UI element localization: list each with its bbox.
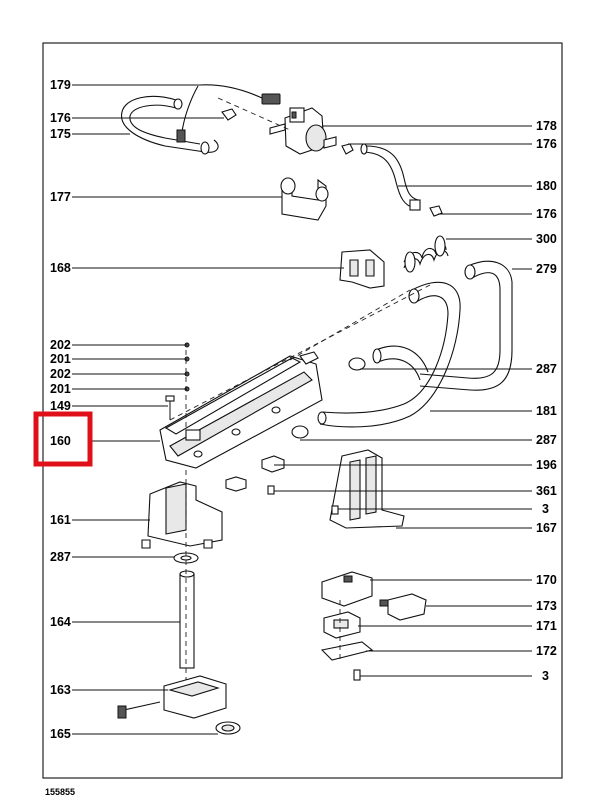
document-number: 155855 [45, 787, 75, 797]
label-179: 179 [50, 78, 71, 92]
part-module-170 [321, 571, 373, 607]
label-3-a: 3 [542, 502, 549, 516]
label-165: 165 [50, 727, 71, 741]
label-202-a: 202 [50, 338, 71, 352]
label-163: 163 [50, 683, 71, 697]
label-172: 172 [536, 644, 557, 658]
label-175: 175 [50, 127, 71, 141]
label-171: 171 [536, 619, 557, 633]
label-173: 173 [536, 599, 557, 613]
label-201-a: 201 [50, 352, 71, 366]
part-knob-165 [215, 721, 241, 735]
label-160: 160 [50, 434, 71, 448]
part-spring-300 [403, 235, 449, 273]
label-287-left: 287 [50, 550, 71, 564]
highlight-box [33, 411, 93, 467]
label-177: 177 [50, 190, 71, 204]
label-176-left: 176 [50, 111, 71, 125]
part-hose-175 [121, 95, 219, 155]
label-167: 167 [536, 521, 557, 535]
label-178: 178 [536, 119, 557, 133]
part-connector-173 [379, 593, 427, 621]
part-clamp-176b [341, 143, 354, 155]
part-hose-287a [348, 345, 429, 381]
part-holder-168 [339, 249, 385, 289]
label-176-right-b: 176 [536, 207, 557, 221]
part-plate-172 [320, 641, 374, 661]
label-287-right-b: 287 [536, 433, 557, 447]
part-bracket-167 [329, 449, 405, 529]
part-cover-171 [323, 611, 361, 639]
label-149: 149 [50, 399, 71, 413]
part-screw-3b [353, 669, 361, 681]
part-hose-181 [317, 281, 461, 428]
label-300: 300 [536, 232, 557, 246]
part-heater-160 [159, 351, 323, 469]
part-bracket-177 [280, 177, 329, 221]
label-176-right-a: 176 [536, 137, 557, 151]
leader-lines [72, 84, 532, 735]
part-base-163 [117, 675, 227, 719]
diagram-frame [42, 42, 563, 779]
part-screw-149 [165, 395, 175, 420]
part-screw-361 [267, 485, 275, 495]
label-202-b: 202 [50, 367, 71, 381]
label-287-right-a: 287 [536, 362, 557, 376]
label-196: 196 [536, 458, 557, 472]
label-164: 164 [50, 615, 71, 629]
labels-right: 178 176 180 176 300 279 287 181 287 196 … [536, 119, 557, 683]
part-clamp-176a [221, 108, 237, 121]
part-hose-180 [360, 143, 421, 211]
labels-left: 179 176 175 177 168 202 201 202 201 149 … [50, 78, 71, 741]
label-180: 180 [536, 179, 557, 193]
part-rod-164 [179, 570, 195, 669]
label-3-b: 3 [542, 669, 549, 683]
part-clamp-287b [291, 425, 309, 439]
label-201-b: 201 [50, 382, 71, 396]
part-cable-179 [72, 84, 281, 143]
part-thermostat-196 [225, 455, 285, 492]
label-161: 161 [50, 513, 71, 527]
part-screw-3a [331, 505, 339, 515]
label-361: 361 [536, 484, 557, 498]
label-168: 168 [50, 261, 71, 275]
label-279: 279 [536, 262, 557, 276]
label-170: 170 [536, 573, 557, 587]
part-support-161 [141, 481, 223, 549]
assembly-guide-lines [169, 97, 431, 680]
part-hose-279 [419, 260, 513, 391]
label-181: 181 [536, 404, 557, 418]
part-valve-178 [269, 107, 337, 155]
